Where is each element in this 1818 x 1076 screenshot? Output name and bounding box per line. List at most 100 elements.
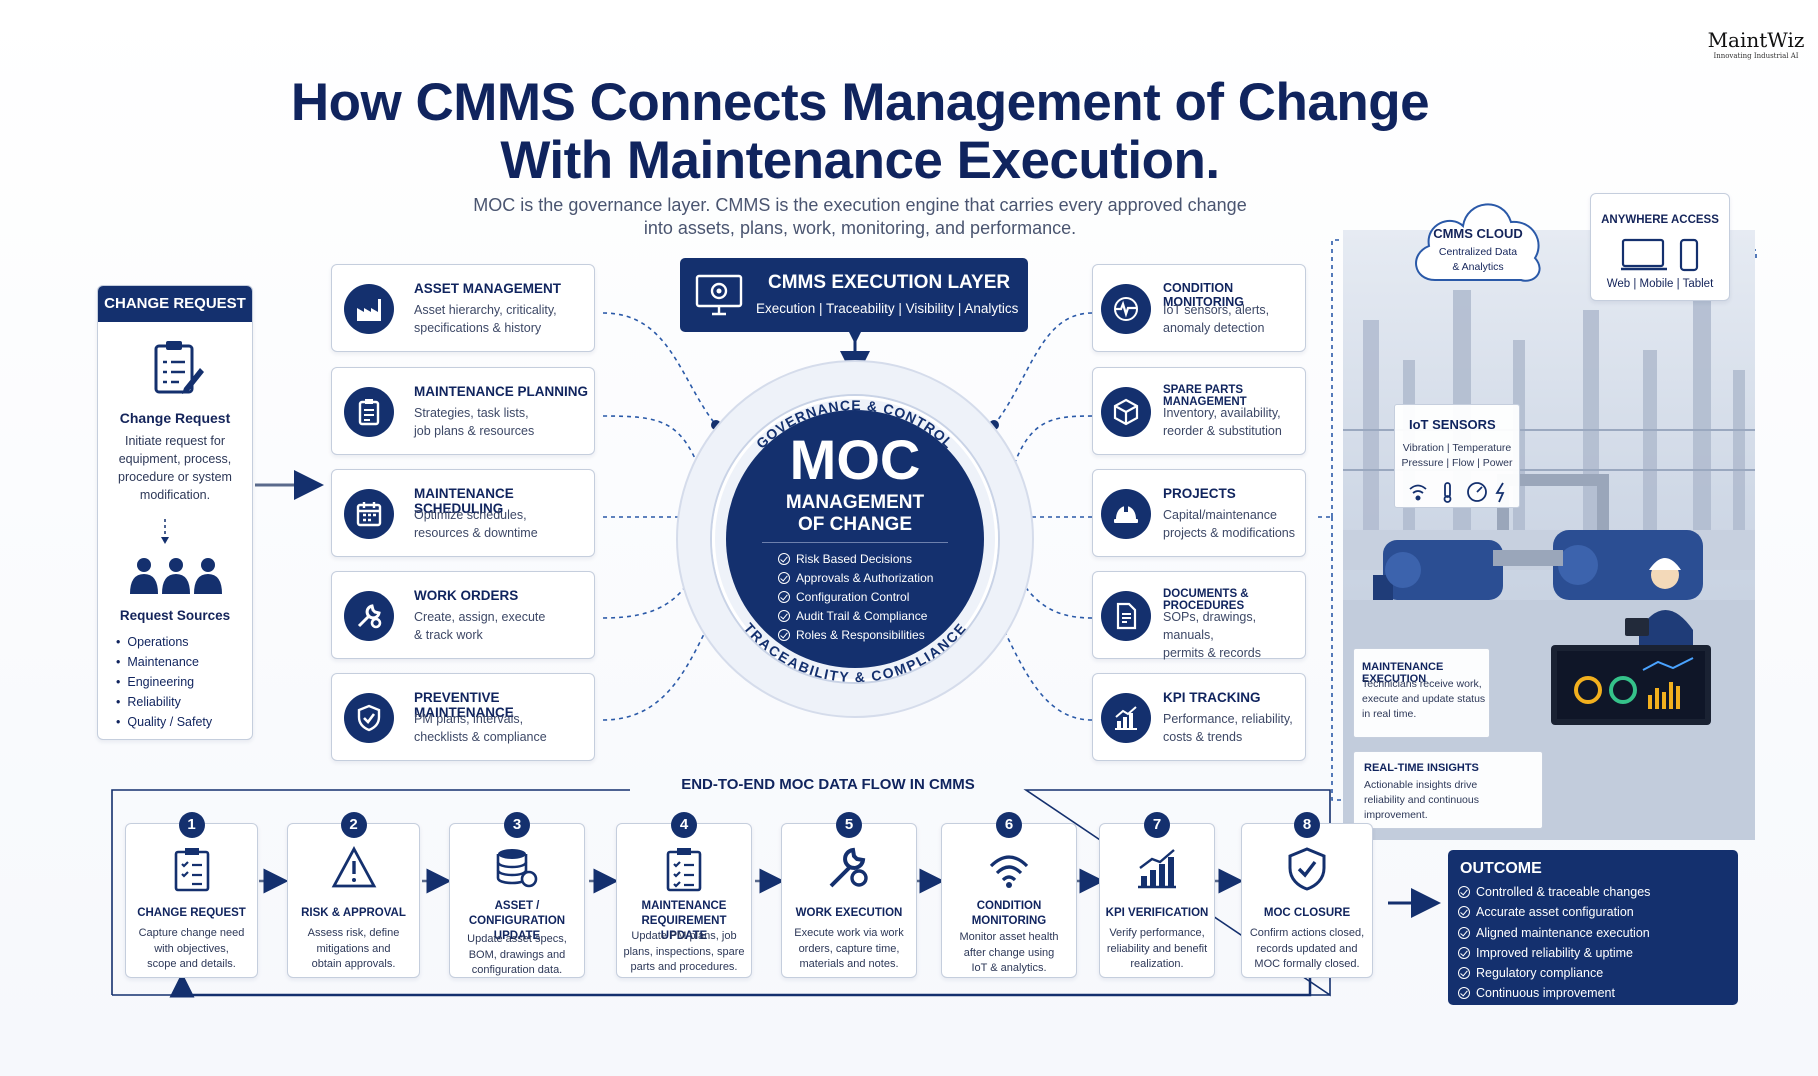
shield-check-icon — [344, 693, 394, 743]
moc-divider — [762, 542, 948, 543]
moc-item: Audit Trail & Compliance — [778, 607, 933, 626]
document-icon — [1101, 591, 1151, 641]
request-source-item: Reliability — [116, 692, 212, 712]
module-title: CONDITION MONITORING — [1163, 281, 1245, 309]
outcome-list: Controlled & traceable changes Accurate … — [1458, 882, 1650, 1004]
plant-illustration — [1343, 230, 1755, 840]
module-work-orders[interactable]: WORK ORDERS Create, assign, execute& tra… — [331, 571, 595, 659]
clipboard-icon — [344, 387, 394, 437]
flow-title: END-TO-END MOC DATA FLOW IN CMMS — [681, 776, 975, 793]
moc-big: MOC — [789, 428, 921, 491]
hardhat-icon — [1101, 489, 1151, 539]
module-title: DOCUMENTS & PROCEDURES — [1163, 588, 1249, 612]
moc-item: Roles & Responsibilities — [778, 626, 933, 645]
module-kpi-tracking[interactable]: KPI TRACKING Performance, reliability,co… — [1092, 673, 1306, 761]
database-icon — [450, 846, 584, 892]
module-title: WORK ORDERS — [414, 588, 519, 603]
module-documents[interactable]: DOCUMENTS & PROCEDURES SOPs, drawings, m… — [1092, 571, 1306, 660]
request-source-item: Operations — [116, 632, 212, 652]
signal-icon — [942, 846, 1076, 892]
factory-icon — [344, 284, 394, 334]
step-number: 8 — [1294, 812, 1320, 838]
devices-icon — [1621, 238, 1699, 272]
moc-item: Configuration Control — [778, 588, 933, 607]
subtitle-line-1: MOC is the governance layer. CMMS is the… — [473, 195, 1247, 215]
page-title: How CMMS Connects Management of Change W… — [260, 74, 1460, 190]
exec-layer-title: CMMS EXECUTION LAYER — [768, 272, 1011, 293]
checklist-icon — [617, 846, 751, 892]
cloud-desc: Centralized Data& Analytics — [1438, 246, 1518, 273]
module-desc: Strategies, task lists,job plans & resou… — [414, 406, 535, 438]
module-spare-parts[interactable]: SPARE PARTS MANAGEMENT Inventory, availa… — [1092, 367, 1306, 455]
cloud-title: CMMS CLOUD — [1433, 226, 1523, 241]
step-title: RISK & APPROVAL — [301, 907, 406, 919]
module-desc: Performance, reliability,costs & trends — [1163, 712, 1293, 744]
shield-icon — [1242, 846, 1372, 892]
module-desc: Inventory, availability,reorder & substi… — [1163, 406, 1282, 438]
step-number: 6 — [996, 812, 1022, 838]
request-source-item: Maintenance — [116, 652, 212, 672]
module-maintenance-scheduling[interactable]: MAINTENANCE SCHEDULING Optimize schedule… — [331, 469, 595, 557]
module-preventive-maintenance[interactable]: PREVENTIVE MAINTENANCE PM plans, interva… — [331, 673, 595, 761]
module-maintenance-planning[interactable]: MAINTENANCE PLANNING Strategies, task li… — [331, 367, 595, 455]
moc-item-list: Risk Based Decisions Approvals & Authori… — [778, 550, 933, 645]
step-desc: Confirm actions closed,records updated a… — [1249, 927, 1365, 970]
refinery-pump-illustration — [1343, 290, 1755, 840]
step-desc: Verify performance,reliability and benef… — [1106, 927, 1208, 970]
module-title: KPI TRACKING — [1163, 690, 1261, 705]
moc-item: Risk Based Decisions — [778, 550, 933, 569]
module-desc: SOPs, drawings, manuals,permits & record… — [1163, 610, 1261, 660]
subtitle-line-2: into assets, plans, work, monitoring, an… — [643, 218, 1077, 238]
clipboard-list-icon — [126, 846, 257, 892]
maintenance-execution-card: MAINTENANCE EXECUTION Technicians receiv… — [1353, 648, 1490, 738]
outcome-item: Controlled & traceable changes — [1458, 882, 1650, 902]
module-desc: Create, assign, execute& track work — [414, 610, 546, 642]
down-arrow-icon — [161, 519, 169, 544]
sensor-icons — [1409, 482, 1505, 503]
module-title: MAINTENANCE PLANNING — [414, 384, 588, 399]
step-number: 3 — [504, 812, 530, 838]
page-subtitle: MOC is the governance layer. CMMS is the… — [380, 194, 1340, 240]
request-source-item: Engineering — [116, 672, 212, 692]
flow-step-moc-closure[interactable]: 8 MOC CLOSURE Confirm actions closed,rec… — [1241, 812, 1373, 978]
outcome-panel: OUTCOME Controlled & traceable changes A… — [1448, 850, 1738, 1005]
brand-name: MaintWiz — [1707, 28, 1805, 52]
calendar-icon — [344, 489, 394, 539]
cmms-execution-layer: CMMS EXECUTION LAYER Execution | Traceab… — [680, 258, 1028, 332]
change-request-header: CHANGE REQUEST — [98, 286, 252, 322]
request-sources-title: Request Sources — [119, 608, 231, 623]
module-desc: IoT sensors, alerts,anomaly detection — [1163, 303, 1270, 335]
outcome-item: Accurate asset configuration — [1458, 902, 1650, 922]
warning-icon — [288, 846, 419, 892]
step-number: 1 — [178, 812, 205, 838]
module-desc: PM plans, intervals,checklists & complia… — [414, 712, 547, 744]
maint-exec-desc: Technicians receive work,execute and upd… — [1362, 678, 1486, 720]
module-condition-monitoring[interactable]: CONDITION MONITORING IoT sensors, alerts… — [1092, 264, 1306, 352]
tools-icon — [782, 846, 916, 892]
step-title: MOC CLOSURE — [1263, 907, 1351, 919]
module-title: MAINTENANCE SCHEDULING — [414, 486, 514, 516]
step-number: 7 — [1144, 812, 1170, 838]
step-number: 5 — [836, 812, 862, 838]
bar-chart-icon — [1101, 693, 1151, 743]
change-request-title: Change Request — [119, 410, 231, 426]
module-asset-management[interactable]: ASSET MANAGEMENT Asset hierarchy, critic… — [331, 264, 595, 352]
growth-chart-icon — [1100, 846, 1214, 892]
cmms-cloud-label: CMMS CLOUD Centralized Data& Analytics — [1418, 226, 1538, 275]
flow-step-kpi-verification[interactable]: 7 KPI VERIFICATION Verify performance,re… — [1099, 812, 1215, 978]
module-title: ASSET MANAGEMENT — [414, 281, 562, 296]
